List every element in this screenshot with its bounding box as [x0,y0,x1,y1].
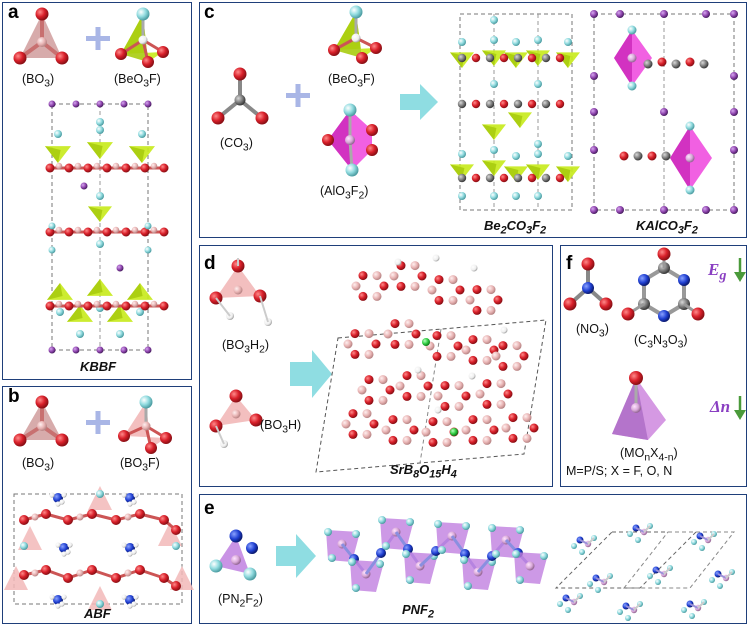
pn2f2-label: (PN2F2) [218,592,263,610]
panel-d-arrow [290,350,332,398]
mox-note: M=P/S; X = F, O, N [566,464,673,478]
kbbf-title: KBBF [80,359,117,374]
be2co3f2-structure [450,13,580,211]
pnf2-lattice [554,523,736,621]
panel-b-bo3f-unit [118,395,172,454]
panel-e-arrow [276,534,316,578]
panel-f-no3-unit [563,257,613,311]
panel-c [199,2,747,238]
panel-b-left-unit-label: (BO3) [22,456,55,474]
panel-c-arrow [400,84,438,120]
panel-c-beo3f-unit [328,5,382,64]
beo3f-label: (BeO3F) [328,72,375,90]
panel-e-pn2f2-unit [209,529,258,581]
panel-a-bo3-unit [13,7,69,65]
c3n3o3-label: (C3N3O3) [634,333,688,351]
kbbf-structure [45,100,169,354]
panel-b-right-unit-label: (BO3F) [120,456,160,474]
srb8o15h4-structure [315,254,547,473]
panel-d-letter: d [204,253,216,274]
no3-label: (NO3) [576,322,609,340]
panel-b-letter: b [8,386,20,407]
mox-label: (MOnX4-n) [620,446,678,464]
kalco3f2-structure [590,10,738,214]
panel-a-beo3f-unit [115,7,169,68]
panel-d [199,245,553,487]
panel-b-bo3-unit [13,395,69,447]
panel-c-letter: c [204,2,215,23]
dn-symbol: Δn [710,397,731,416]
panel-e-letter: e [204,498,215,519]
panel-c-alo3f2-unit [322,103,378,177]
alo3f2-label: (AlO3F2) [320,184,369,202]
be2co3f2-title: Be2CO3F2 [484,218,547,237]
panel-a [2,2,192,380]
dn-trend-arrow-icon [734,396,746,420]
bo3h2-label: (BO3H2) [222,338,270,356]
pnf2-chain [324,516,548,592]
eg-symbol: Eg [708,260,727,284]
panel-d-bo3h2-unit [209,258,272,326]
abf-structure [4,486,194,610]
panel-a-plus-sign [86,27,110,50]
panel-f-letter: f [566,253,573,274]
panel-d-bo3h-unit [209,389,263,448]
pnf2-title: PNF2 [402,602,435,621]
panel-a-left-unit-label: (BO3) [22,72,55,90]
srb8o15h4-title: SrB8O15H4 [390,462,457,481]
kalco3f2-title: KAlCO3F2 [636,218,698,237]
panel-b-plus-sign [86,411,110,434]
panel-c-plus-sign [286,84,310,107]
panel-c-co3-unit [211,67,269,125]
panel-f-mox-unit [612,371,666,440]
panel-a-right-unit-label: (BeO3F) [114,72,161,90]
eg-trend-arrow-icon [734,258,746,282]
panel-a-letter: a [8,2,19,23]
abf-title: ABF [84,606,111,621]
co3-label: (CO3) [220,136,253,154]
panel-f-c3n3o3-unit [621,247,705,322]
bo3h-label: (BO3H) [260,418,302,436]
